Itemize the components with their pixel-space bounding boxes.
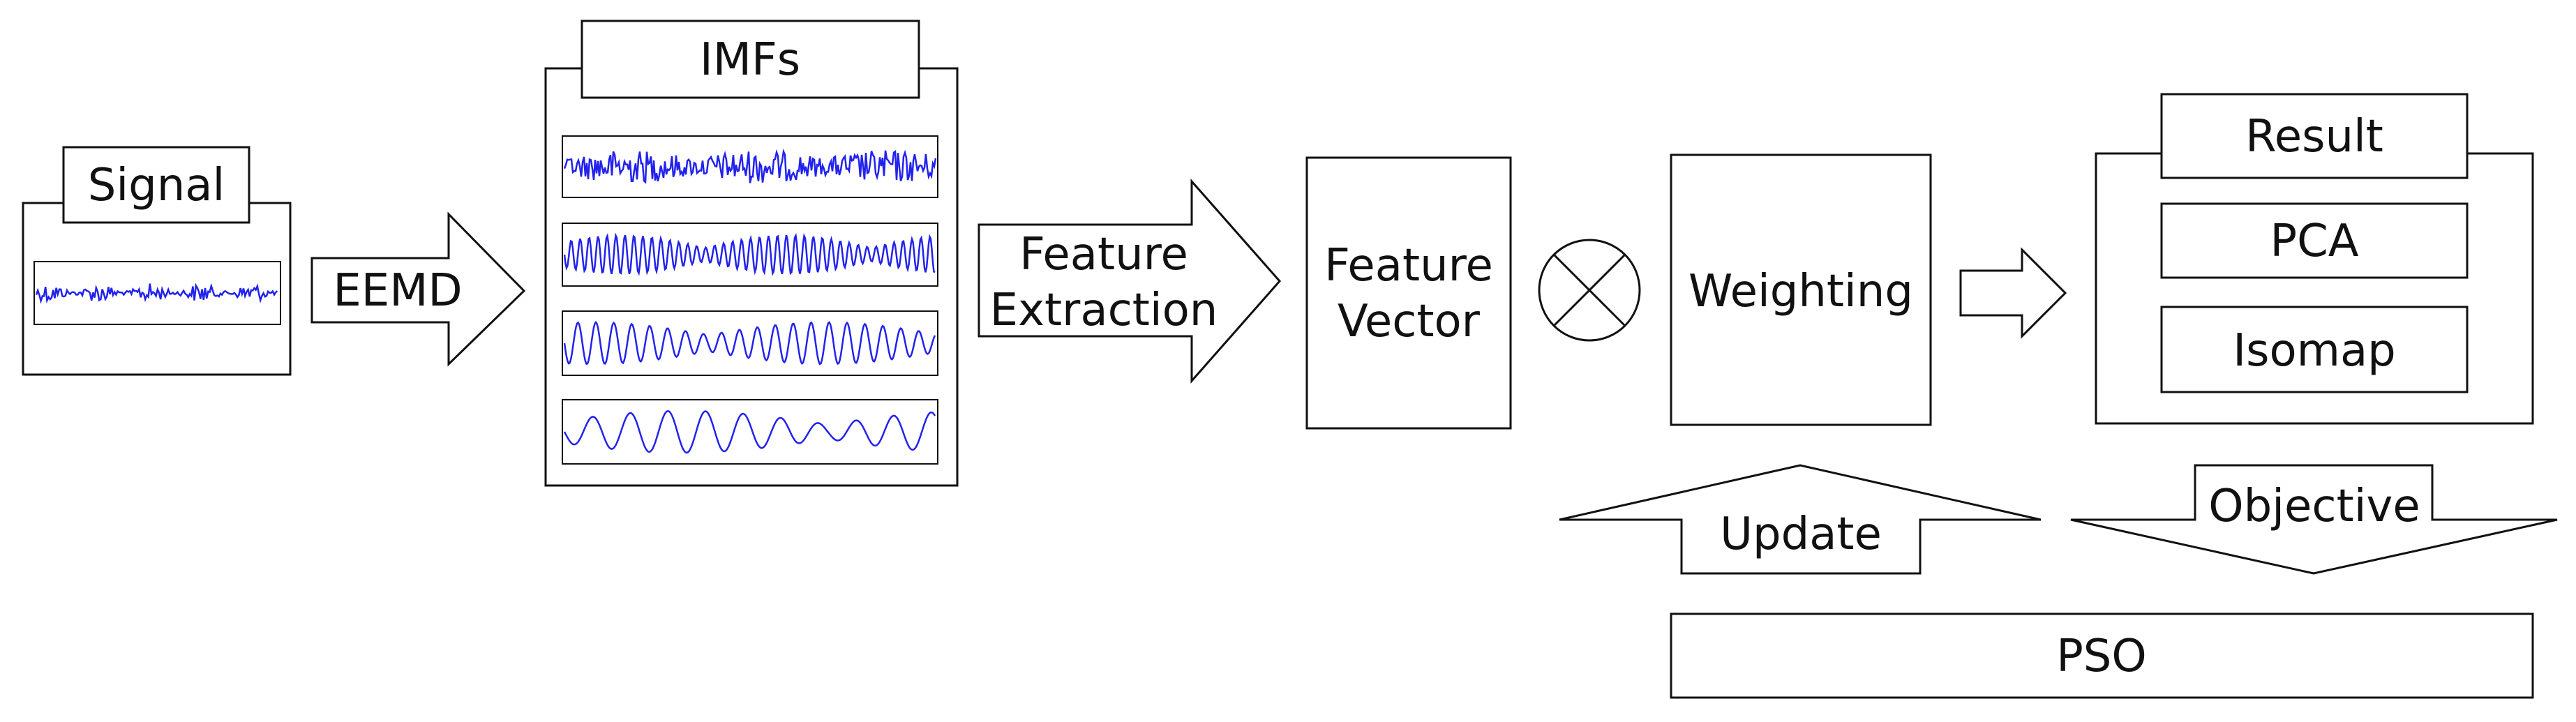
imfs-block [544,20,959,487]
imf-1-waveform [563,148,937,184]
feature-vector-box [1305,156,1512,430]
feature-extraction-label-line1: Feature [1019,229,1188,280]
weighting-label: Weighting [1688,266,1913,317]
imf-3-waveform [563,320,936,366]
feature-extraction-arrow [978,179,1281,384]
result-label: Result [2245,111,2383,163]
pso-label: PSO [2056,631,2147,682]
imf-4-waveform [563,409,936,454]
update-arrow [1559,464,2042,575]
signal-label: Signal [88,160,225,211]
eemd-arrow [310,211,526,367]
objective-arrow [2070,464,2558,575]
pca-label: PCA [2270,216,2358,267]
imfs-label: IMFs [700,34,800,86]
signal-block [22,146,292,376]
weighting-box [1670,153,1932,426]
imf-2-waveform [563,232,936,276]
isomap-label: Isomap [2233,325,2396,377]
circle-times-icon [1538,239,1641,342]
objective-label: Objective [2208,481,2420,532]
feature-vector-label-line1: Feature [1324,240,1493,292]
feature-vector-label-line2: Vector [1338,296,1481,347]
signal-waveform [35,283,278,304]
pso-box [1670,612,2534,699]
result-arrow [1959,247,2067,339]
feature-extraction-label-line2: Extraction [990,285,1218,336]
eemd-label: EEMD [333,265,462,317]
update-label: Update [1720,509,1882,560]
result-block [2095,93,2534,425]
